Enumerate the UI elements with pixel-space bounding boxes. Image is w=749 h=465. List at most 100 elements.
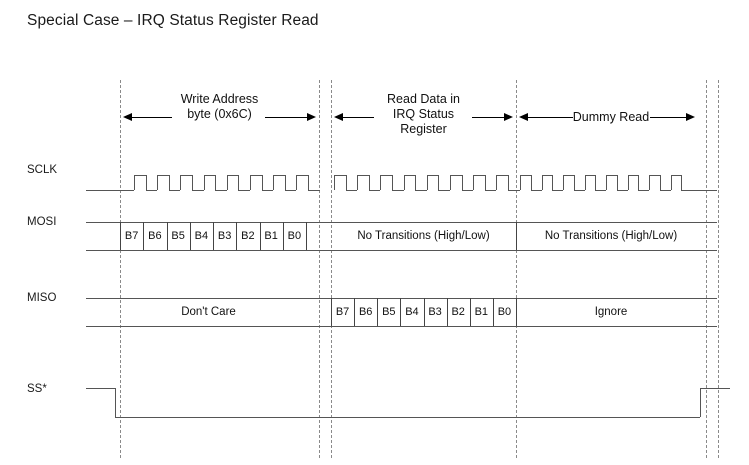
sclk-low-level xyxy=(261,190,274,191)
sclk-low-level xyxy=(508,190,520,191)
mosi-cell-divider xyxy=(189,222,191,250)
sclk-rising-edge xyxy=(649,175,650,190)
ss-falling-edge xyxy=(115,388,116,417)
sclk-low-level xyxy=(238,190,250,191)
miso-bit-b6: B6 xyxy=(358,306,373,318)
miso-cell-divider xyxy=(423,298,425,326)
miso-group-end xyxy=(516,298,517,326)
arrow-line-right-phase1 xyxy=(265,117,308,118)
sclk-high-level xyxy=(541,175,553,176)
arrow-line-left-phase3 xyxy=(528,117,573,118)
phase-boundary-4b xyxy=(718,80,719,458)
miso-cell-divider xyxy=(400,298,402,326)
sclk-low-level xyxy=(415,190,427,191)
sclk-rising-edge xyxy=(541,175,543,190)
sclk-rising-edge xyxy=(627,175,629,190)
sclk-high-level xyxy=(606,175,617,176)
miso-bit-b7: B7 xyxy=(335,306,350,318)
ss-high-start xyxy=(86,388,115,389)
phase-label-line: byte (0x6C) xyxy=(187,107,252,121)
mosi-bit-b5: B5 xyxy=(171,230,185,242)
sclk-falling-edge xyxy=(461,175,463,190)
sclk-falling-edge xyxy=(508,175,509,190)
arrow-head-right-phase2 xyxy=(504,112,513,121)
sclk-falling-edge xyxy=(573,175,575,190)
sclk-low-level xyxy=(573,190,585,191)
mosi-bit-b0: B0 xyxy=(287,230,302,242)
sclk-high-level xyxy=(357,175,369,176)
sclk-falling-edge xyxy=(659,175,661,190)
signal-label-sclk: SCLK xyxy=(27,164,58,176)
ss-high-end xyxy=(700,388,730,389)
mosi-group-start xyxy=(120,222,121,250)
sclk-low-level xyxy=(284,190,297,191)
sclk-rising-edge xyxy=(134,175,135,190)
sclk-high-level xyxy=(563,175,574,176)
arrow-head-right-phase1 xyxy=(307,112,316,121)
phase-boundary-3 xyxy=(516,80,517,458)
sclk-rising-edge xyxy=(380,175,382,190)
page-title: Special Case – IRQ Status Register Read xyxy=(27,12,319,29)
miso-group-start xyxy=(331,298,332,326)
sclk-high-level xyxy=(584,175,596,176)
sclk-low-level xyxy=(616,190,628,191)
sclk-rising-edge xyxy=(473,175,475,190)
sclk-low-level xyxy=(530,190,542,191)
arrow-line-left-phase1 xyxy=(132,117,172,118)
sclk-falling-edge xyxy=(238,175,240,190)
sclk-high-level xyxy=(520,175,531,176)
sclk-rising-edge xyxy=(273,175,275,190)
sclk-high-level xyxy=(380,175,392,176)
sclk-falling-edge xyxy=(345,175,347,190)
sclk-low-level xyxy=(552,190,563,191)
sclk-falling-edge xyxy=(168,175,170,190)
sclk-rising-edge xyxy=(357,175,359,190)
sclk-falling-edge xyxy=(192,175,193,190)
sclk-high-level xyxy=(649,175,660,176)
phase-boundary-2b xyxy=(331,80,332,458)
sclk-high-level xyxy=(180,175,192,176)
arrow-line-left-phase2 xyxy=(343,117,374,118)
miso-cell-divider xyxy=(492,298,494,326)
sclk-low-level xyxy=(392,190,404,191)
sclk-low-level xyxy=(659,190,671,191)
miso-cell-divider xyxy=(446,298,448,326)
phase-boundary-2a xyxy=(319,80,320,458)
signal-label-mosi: MOSI xyxy=(27,216,57,228)
miso-phase1-text: Don't Care xyxy=(181,306,236,318)
sclk-high-level xyxy=(203,175,216,176)
sclk-falling-edge xyxy=(145,175,147,190)
arrow-head-left-phase3 xyxy=(519,112,528,121)
sclk-rising-edge xyxy=(203,175,205,190)
sclk-falling-edge xyxy=(552,175,554,190)
arrow-line-right-phase2 xyxy=(472,117,505,118)
sclk-high-level xyxy=(157,175,169,176)
signal-label-miso: MISO xyxy=(27,292,57,304)
mosi-cell-divider xyxy=(143,222,145,250)
mosi-phase2-text: No Transitions (High/Low) xyxy=(357,230,490,242)
sclk-falling-edge xyxy=(530,175,532,190)
sclk-rising-edge xyxy=(180,175,182,190)
sclk-high-level xyxy=(496,175,508,176)
sclk-high-level xyxy=(226,175,239,176)
sclk-falling-edge xyxy=(438,175,440,190)
sclk-rising-edge xyxy=(563,175,564,190)
sclk-low-level xyxy=(595,190,606,191)
sclk-high-level xyxy=(670,175,682,176)
sclk-rising-edge xyxy=(520,175,521,190)
mosi-group-end xyxy=(306,222,307,250)
sclk-high-level xyxy=(250,175,262,176)
miso-bit-b3: B3 xyxy=(428,306,442,318)
phase-boundary-1 xyxy=(120,80,121,458)
sclk-rising-edge xyxy=(450,175,451,190)
sclk-falling-edge xyxy=(595,175,597,190)
sclk-high-level xyxy=(403,175,416,176)
miso-rail-bottom xyxy=(86,326,717,327)
miso-bit-b0: B0 xyxy=(497,306,512,318)
signal-label-ss: SS* xyxy=(27,383,47,395)
sclk-rising-edge xyxy=(496,175,498,190)
sclk-falling-edge xyxy=(415,175,417,190)
sclk-idle-low-start xyxy=(86,190,134,191)
sclk-low-level xyxy=(215,190,227,191)
mosi-cell-divider xyxy=(282,222,284,250)
